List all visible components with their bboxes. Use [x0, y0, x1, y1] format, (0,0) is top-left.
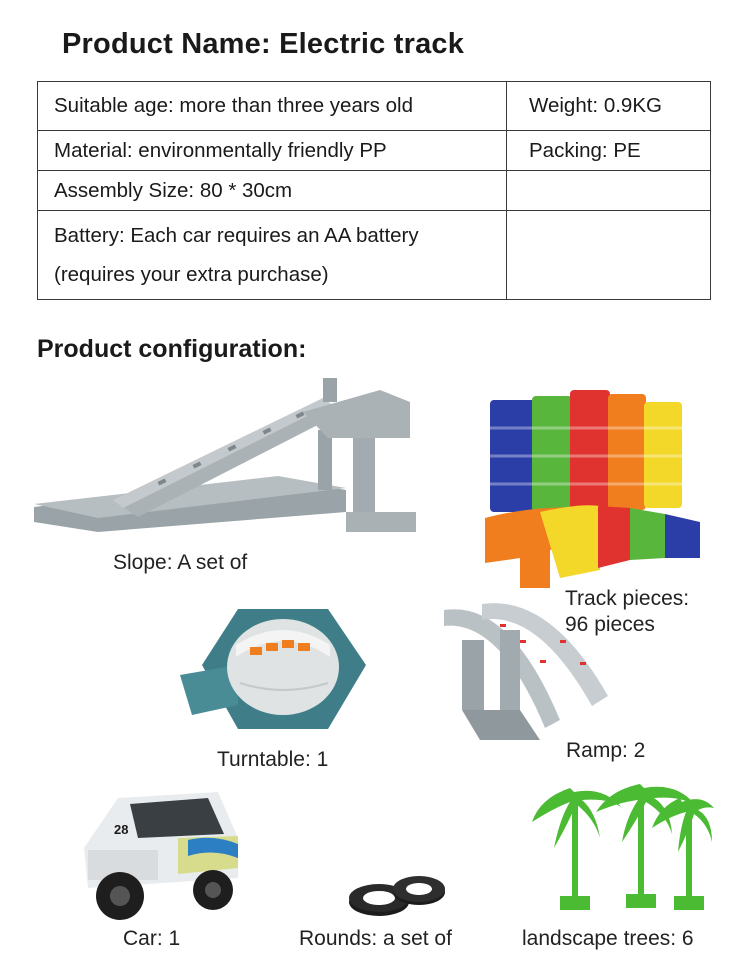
spec-row: Suitable age: more than three years old … — [37, 81, 711, 131]
spec-row: Material: environmentally friendly PP Pa… — [37, 130, 711, 171]
spec-battery-line1: Battery: Each car requires an AA battery — [54, 224, 419, 247]
rounds-image — [349, 876, 445, 916]
car-number-text: 28 — [114, 822, 128, 837]
turntable-image — [180, 609, 366, 729]
slope-image — [34, 378, 416, 532]
caption-slope: Slope: A set of — [113, 551, 248, 574]
ramp-image — [444, 603, 608, 740]
spec-age: Suitable age: more than three years old — [37, 81, 507, 131]
landscape-trees-image — [532, 784, 714, 910]
caption-ramp: Ramp: 2 — [566, 739, 646, 762]
spec-empty-cell — [506, 170, 711, 211]
caption-track-line2: 96 pieces — [565, 613, 655, 636]
caption-landscape-trees: landscape trees: 6 — [522, 927, 694, 950]
spec-battery: Battery: Each car requires an AA battery… — [37, 210, 507, 300]
caption-turntable: Turntable: 1 — [217, 748, 329, 771]
spec-weight: Weight: 0.9KG — [506, 81, 711, 131]
track-pieces-image — [485, 390, 700, 588]
spec-size: Assembly Size: 80 * 30cm — [37, 170, 507, 211]
caption-track-line1: Track pieces: — [565, 587, 690, 610]
spec-row: Battery: Each car requires an AA battery… — [37, 210, 711, 300]
product-title: Product Name: Electric track — [62, 28, 465, 60]
caption-car: Car: 1 — [123, 927, 181, 950]
caption-track-pieces: Track pieces: 96 pieces — [565, 586, 689, 638]
car-image: 28 — [84, 792, 238, 920]
spec-material: Material: environmentally friendly PP — [37, 130, 507, 171]
spec-packing: Packing: PE — [506, 130, 711, 171]
section-heading: Product configuration: — [37, 335, 307, 363]
spec-row: Assembly Size: 80 * 30cm — [37, 170, 711, 211]
spec-empty-cell — [506, 210, 711, 300]
caption-rounds: Rounds: a set of — [299, 927, 452, 950]
spec-table: Suitable age: more than three years old … — [37, 81, 711, 300]
spec-battery-line2: (requires your extra purchase) — [54, 263, 329, 286]
